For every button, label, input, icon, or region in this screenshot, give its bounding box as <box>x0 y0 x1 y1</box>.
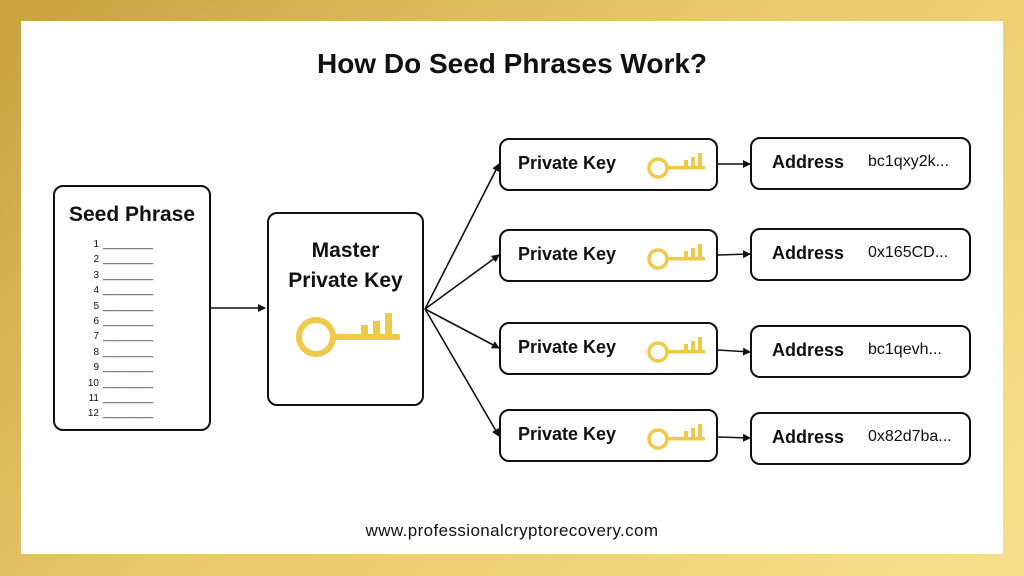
master-key-title: Master Private Key <box>269 236 422 296</box>
key-icon <box>296 313 400 357</box>
seed-word-line: 6 _________ <box>87 314 153 329</box>
seed-word-number: 7 <box>93 331 99 343</box>
private-key-label: Private Key <box>518 424 617 444</box>
seed-word-blank: _________ <box>103 362 154 374</box>
address-label: Address <box>772 340 845 360</box>
address-box-3: Address bc1qevh... <box>750 325 971 378</box>
seed-word-blank: _________ <box>103 269 154 281</box>
seed-word-blank: _________ <box>103 254 154 266</box>
arrow-key-3-to-address-3 <box>717 347 751 356</box>
address-box-1: Address bc1qxy2k... <box>750 137 971 190</box>
address-value: bc1qxy2k... <box>868 153 949 170</box>
seed-word-line: 3 _________ <box>87 268 153 283</box>
seed-word-blank: _________ <box>103 300 154 312</box>
seed-word-blank: _________ <box>103 392 154 404</box>
seed-word-line: 7 _________ <box>87 329 153 344</box>
private-key-label: Private Key <box>518 244 617 264</box>
footer-url: www.professionalcryptorecovery.com <box>365 521 659 540</box>
address-box-2: Address 0x165CD... <box>750 228 971 281</box>
seed-word-line: 4 _________ <box>87 283 153 298</box>
master-key-title-line-1: Master <box>311 239 380 262</box>
seed-word-line: 8 _________ <box>87 345 153 360</box>
seed-word-number: 6 <box>93 315 99 327</box>
address-value: bc1qevh... <box>868 341 942 358</box>
seed-word-number: 10 <box>87 377 99 389</box>
seed-word-blank: _________ <box>103 408 154 420</box>
arrow-master-to-key-2 <box>424 254 500 310</box>
address-label: Address <box>772 152 845 172</box>
seed-word-number: 11 <box>88 392 99 404</box>
master-key-title-line-2: Private Key <box>288 269 403 292</box>
seed-word-list: 1 _________ 2 _________ 3 _________ 4 ______… <box>87 237 153 422</box>
seed-word-blank: _________ <box>103 315 154 327</box>
seed-word-blank: _________ <box>103 331 154 343</box>
seed-word-line: 1 _________ <box>87 237 153 252</box>
seed-word-blank: _________ <box>103 239 154 250</box>
seed-word-blank: _________ <box>103 285 154 297</box>
private-key-box-2: Private Key <box>499 229 718 282</box>
key-icon <box>647 337 705 363</box>
address-label: Address <box>772 427 845 447</box>
private-key-box-3: Private Key <box>499 322 718 375</box>
seed-word-number: 5 <box>93 300 99 312</box>
seed-word-number: 1 <box>93 239 99 250</box>
seed-word-number: 8 <box>93 346 99 358</box>
seed-word-number: 3 <box>93 269 99 281</box>
private-key-box-4: Private Key <box>499 409 718 462</box>
seed-word-number: 2 <box>93 254 99 266</box>
key-icon <box>647 424 705 450</box>
key-icon <box>647 153 705 179</box>
seed-word-blank: _________ <box>103 377 154 389</box>
seed-word-blank: _________ <box>103 346 154 358</box>
master-private-key-box: Master Private Key <box>267 212 424 406</box>
seed-word-number: 12 <box>87 408 99 420</box>
arrow-key-4-to-address-4 <box>717 433 751 442</box>
seed-word-line: 9 _________ <box>87 360 153 375</box>
seed-phrase-box: Seed Phrase 1 _________ 2 _________ 3 _____… <box>53 185 211 431</box>
seed-word-line: 11 _________ <box>87 391 153 406</box>
arrow-key-2-to-address-2 <box>717 250 751 259</box>
address-box-4: Address 0x82d7ba... <box>750 412 971 465</box>
address-label: Address <box>772 243 845 263</box>
arrow-master-to-key-1 <box>424 163 500 310</box>
page-title: How Do Seed Phrases Work? <box>316 48 708 79</box>
address-value: 0x82d7ba... <box>868 428 952 445</box>
key-icon <box>647 244 705 270</box>
private-key-label: Private Key <box>518 153 617 173</box>
seed-word-number: 9 <box>93 362 99 374</box>
seed-word-line: 12 _________ <box>87 406 153 421</box>
private-key-label: Private Key <box>518 337 617 357</box>
address-value: 0x165CD... <box>868 244 949 261</box>
seed-phrase-title: Seed Phrase <box>68 203 196 226</box>
seed-word-line: 10 _________ <box>87 376 153 391</box>
arrow-master-to-key-4 <box>424 308 500 437</box>
private-key-box-1: Private Key <box>499 138 718 191</box>
arrow-master-to-key-3 <box>424 308 500 349</box>
seed-word-line: 5 _________ <box>87 299 153 314</box>
seed-word-line: 2 _________ <box>87 252 153 267</box>
seed-word-number: 4 <box>93 285 99 297</box>
